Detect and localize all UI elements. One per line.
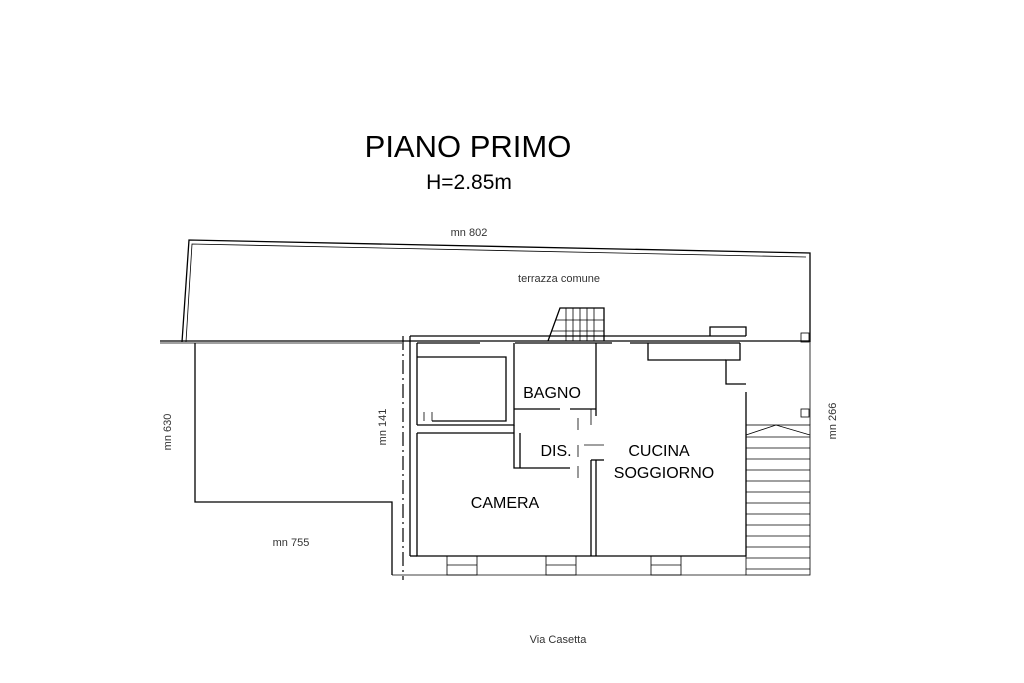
window-2 — [545, 555, 577, 576]
room-label-bagno: BAGNO — [523, 385, 581, 402]
window-1 — [446, 555, 478, 576]
dimension-right: mn 266 — [827, 403, 839, 440]
plan-title: PIANO PRIMO — [365, 129, 572, 164]
terrace-label: terrazza comune — [518, 273, 600, 285]
dimension-bottom: mn 755 — [273, 537, 310, 549]
ceiling-height: H=2.85m — [426, 171, 512, 194]
window-3 — [650, 555, 682, 576]
room-label-cucina: CUCINA — [628, 443, 690, 460]
room-label-camera: CAMERA — [471, 495, 540, 512]
terrace-outline — [160, 239, 811, 344]
room-label-soggiorno: SOGGIORNO — [614, 465, 714, 482]
exterior-staircase — [745, 332, 811, 576]
dimension-inner: mn 141 — [377, 409, 389, 446]
apartment-walls — [409, 326, 747, 557]
room-label-dis: DIS. — [540, 443, 571, 460]
dimension-left: mn 630 — [162, 414, 174, 451]
dimension-top: mn 802 — [451, 227, 488, 239]
street-label: Via Casetta — [530, 634, 588, 646]
